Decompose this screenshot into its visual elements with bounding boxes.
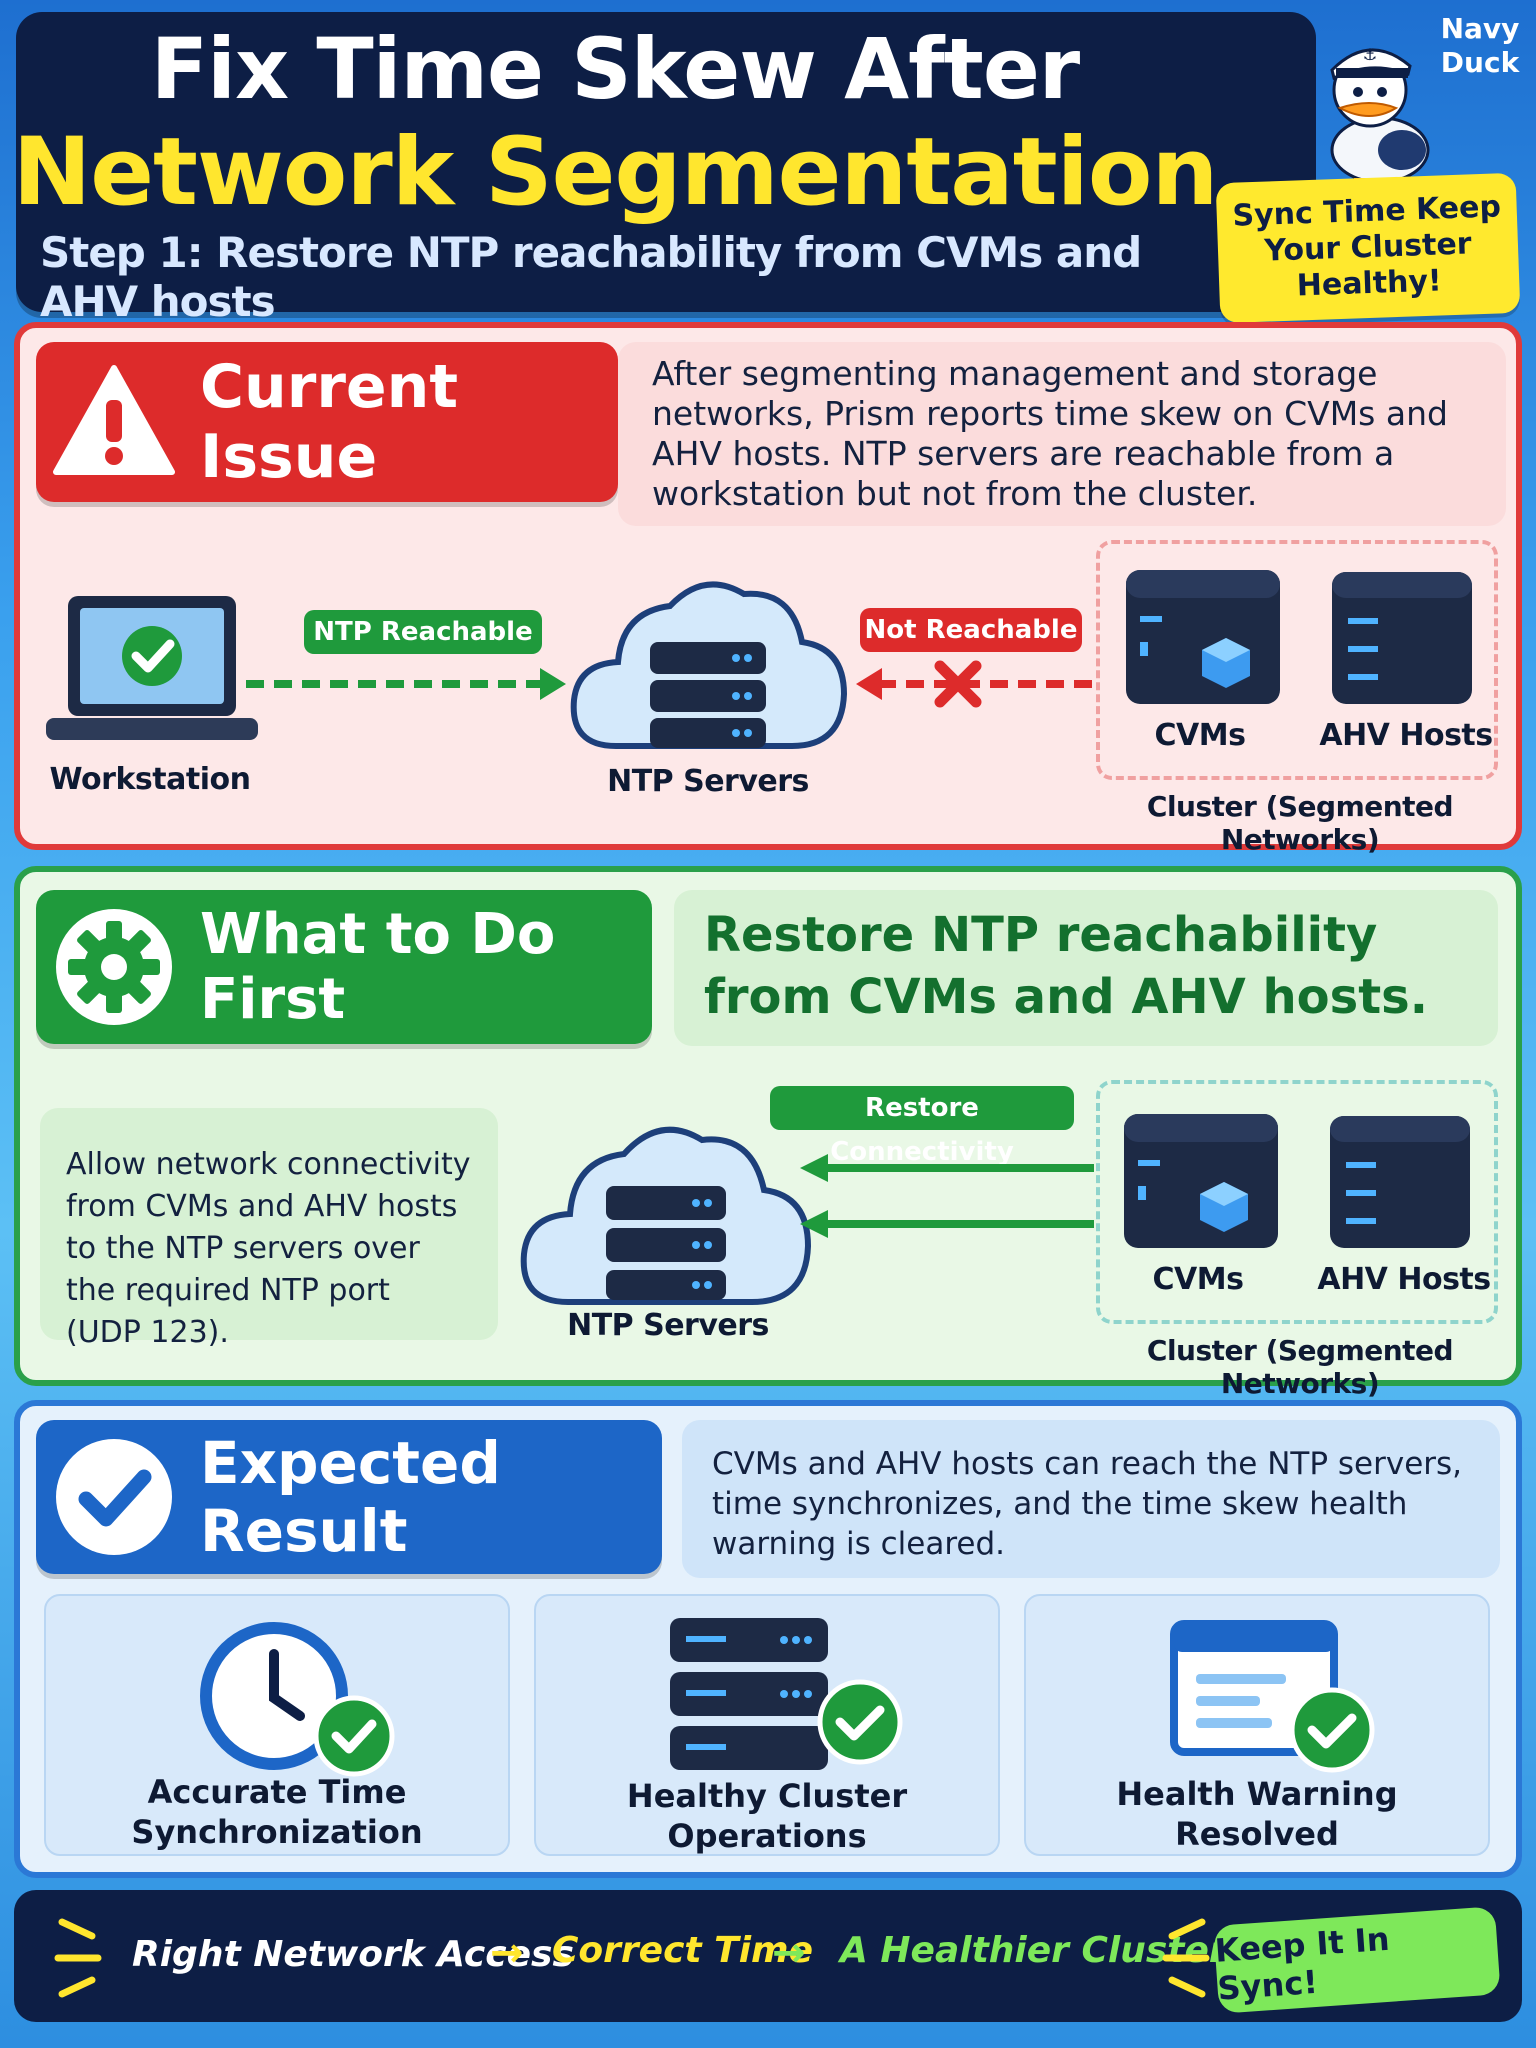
sparkle-right-icon	[1162, 1918, 1210, 1998]
blocked-x-icon	[934, 660, 982, 708]
checkmark-icon	[56, 1439, 172, 1555]
header-banner	[16, 12, 1316, 312]
expected-result-heading-text: Expected Result	[200, 1429, 501, 1565]
what-to-do-heading: What to Do First	[36, 890, 652, 1044]
what-to-do-body: Allow network connectivity from CVMs and…	[40, 1108, 498, 1350]
result-card-label-line1: Healthy Cluster	[626, 1777, 908, 1815]
what-to-do-heading-text: What to Do First	[200, 902, 556, 1032]
ntp-reachable-pill: NTP Reachable	[304, 610, 542, 654]
not-reachable-pill: Not Reachable	[860, 608, 1082, 652]
cluster-label: Cluster (Segmented Networks)	[1146, 1334, 1454, 1400]
footer-step-time: Correct Time	[552, 1930, 813, 1971]
ahv-hosts-label: AHV Hosts	[1319, 718, 1493, 753]
cluster-boundary	[1096, 540, 1498, 780]
sparkle-left-icon	[54, 1918, 102, 1998]
ntp-server-cloud-icon	[570, 581, 848, 749]
blocked-arrow	[856, 660, 1096, 708]
cvm-server-icon	[1126, 570, 1280, 704]
page-title-line1: Fix Time Skew After	[150, 20, 1080, 118]
window-check-icon	[1170, 1620, 1375, 1773]
expected-result-description: CVMs and AHV hosts can reach the NTP ser…	[682, 1420, 1500, 1578]
current-issue-heading: Current Issue	[36, 342, 618, 502]
result-card-label: Healthy Cluster Operations	[534, 1776, 1000, 1856]
footer-step-network: Right Network Access	[132, 1934, 574, 1975]
restore-arrows	[800, 1154, 1094, 1238]
result-card-label-line1: Health Warning	[1116, 1775, 1398, 1813]
mascot-label-line1: Navy	[1440, 12, 1520, 45]
result-card-label: Health Warning Resolved	[1024, 1774, 1490, 1854]
cluster-boundary	[1096, 1080, 1498, 1324]
ahv-host-server-icon	[1330, 1116, 1470, 1248]
current-issue-heading-text: Current Issue	[200, 352, 459, 492]
ntp-servers-label: NTP Servers	[567, 1308, 769, 1343]
what-to-do-title: Restore NTP reachability from CVMs and A…	[674, 890, 1498, 1046]
warning-icon	[53, 365, 175, 475]
ntp-servers-label: NTP Servers	[607, 764, 809, 799]
footer-arrow: →	[490, 1930, 524, 1976]
cvms-label: CVMs	[1154, 718, 1246, 753]
page-subtitle: Step 1: Restore NTP reachability from CV…	[40, 228, 1142, 326]
expected-result-heading: Expected Result	[36, 1420, 662, 1574]
mascot-label: Navy Duck	[1430, 12, 1530, 80]
result-card-label-line2: Resolved	[1175, 1815, 1339, 1853]
mascot-label-line2: Duck	[1440, 46, 1520, 79]
footer-arrow: →	[772, 1930, 806, 1976]
clock-check-icon	[200, 1622, 395, 1777]
result-card-label-line2: Synchronization	[131, 1813, 423, 1851]
svg-text:⚓: ⚓	[1363, 45, 1377, 64]
cvm-server-icon	[1124, 1114, 1278, 1248]
gear-icon	[56, 909, 172, 1025]
restore-connectivity-pill: Restore Connectivity	[770, 1086, 1074, 1167]
laptop-icon	[46, 596, 258, 740]
result-card-label: Accurate Time Synchronization	[44, 1772, 510, 1852]
result-card-label-line2: Operations	[667, 1817, 867, 1855]
cluster-label: Cluster (Segmented Networks)	[1146, 790, 1454, 856]
current-issue-description: After segmenting management and storage …	[618, 342, 1506, 526]
ahv-hosts-label: AHV Hosts	[1317, 1262, 1491, 1297]
navy-duck-mascot-icon: ⚓	[1330, 45, 1430, 186]
server-check-icon	[670, 1618, 903, 1770]
result-card-label-line1: Accurate Time	[147, 1773, 407, 1811]
reachable-arrow	[246, 668, 566, 700]
workstation-label: Workstation	[49, 762, 251, 797]
ntp-server-cloud-icon	[520, 1126, 812, 1305]
sticky-note: Sync Time Keep Your Cluster Healthy!	[1215, 172, 1521, 324]
page-title-line2: Network Segmentation	[12, 118, 1219, 227]
cvms-label: CVMs	[1152, 1262, 1244, 1297]
ahv-host-server-icon	[1332, 572, 1472, 704]
